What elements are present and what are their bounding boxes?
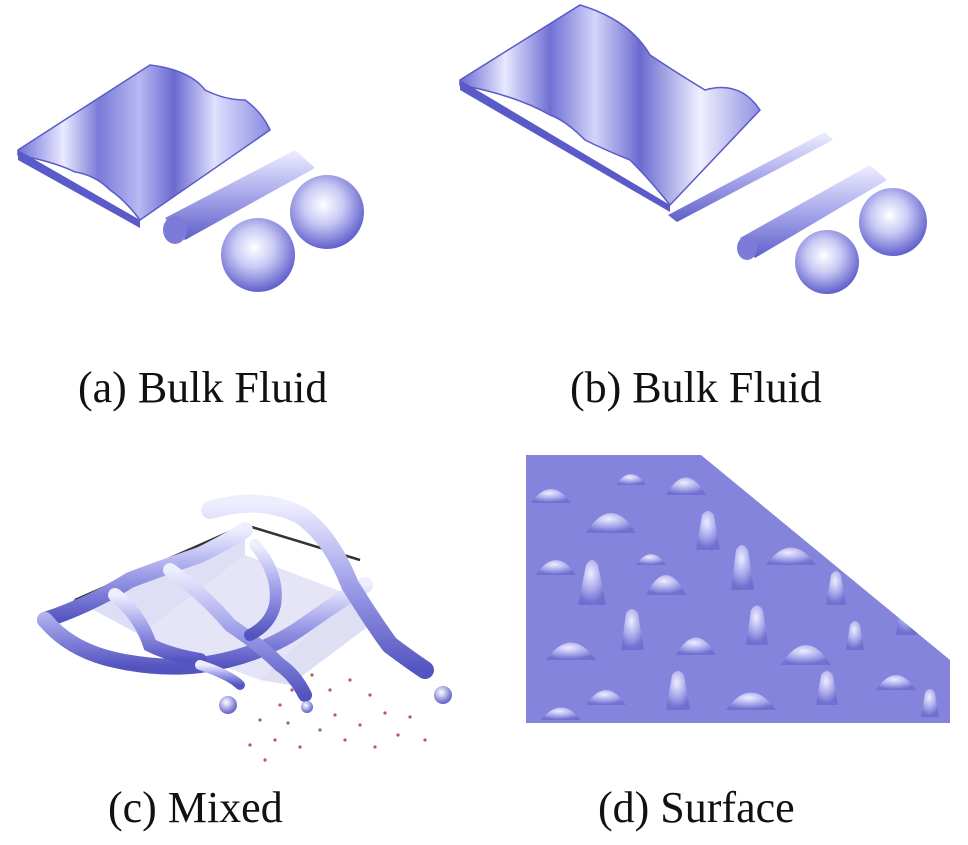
panel-a-image <box>0 0 480 310</box>
panel-a-illustration <box>17 64 364 292</box>
droplet <box>301 701 313 713</box>
panel-d-image <box>526 455 950 725</box>
fluid-film <box>140 555 350 680</box>
thin-ligament <box>668 132 833 222</box>
panel-b-illustration <box>459 4 927 294</box>
caption-b: (b) Bulk Fluid <box>570 363 822 412</box>
panel-b-image <box>455 0 968 310</box>
fluid-filament <box>244 539 282 641</box>
panel-c-illustration <box>37 494 452 762</box>
panel-c-image <box>30 485 460 775</box>
sheet-edge <box>18 150 140 228</box>
caption-d: (d) Surface <box>598 783 795 832</box>
caption-c: (c) Mixed <box>108 783 283 832</box>
panel-d-illustration <box>526 455 950 723</box>
fluid-filament <box>108 588 207 667</box>
sphere <box>290 175 364 249</box>
fluid-cylinder <box>165 150 315 240</box>
cylinder-end <box>163 216 187 244</box>
cylinder-end <box>737 236 757 260</box>
fluid-filament <box>195 660 245 690</box>
sphere <box>859 188 927 256</box>
droplet <box>219 696 237 714</box>
caption-a: (a) Bulk Fluid <box>78 363 328 412</box>
fluid-cylinder <box>740 165 887 258</box>
fluid-sheet <box>459 4 761 207</box>
sheet-edge <box>460 80 670 212</box>
fluid-filament <box>201 494 434 679</box>
fluid-filament <box>37 522 253 628</box>
spray-particles <box>248 673 427 762</box>
droplet <box>434 686 452 704</box>
sphere <box>795 230 859 294</box>
fluid-sheet <box>17 64 271 222</box>
sphere <box>221 218 295 292</box>
